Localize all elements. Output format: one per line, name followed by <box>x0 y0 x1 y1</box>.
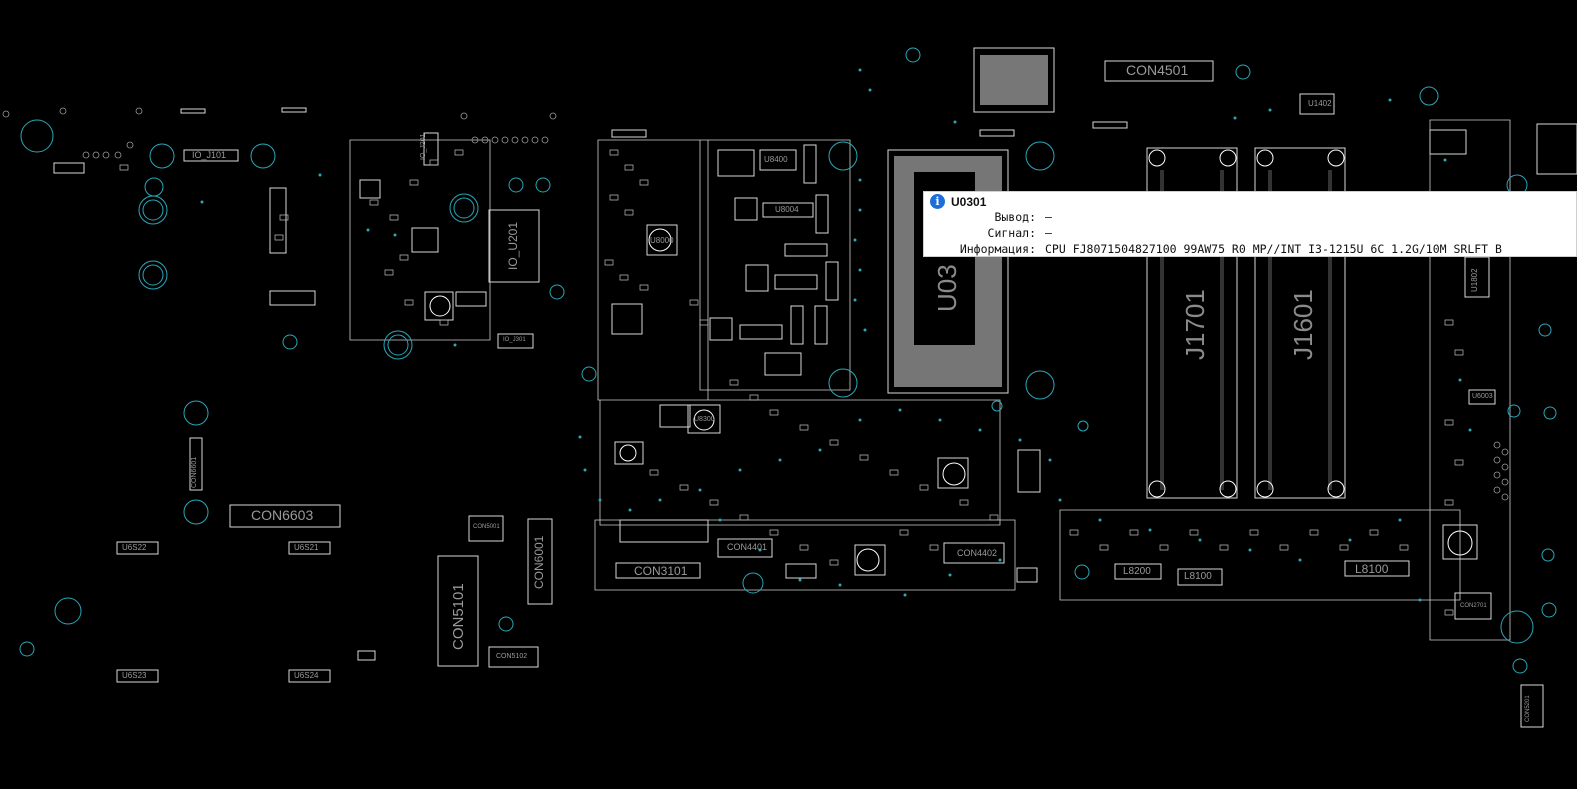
con4402-label: CON4402 <box>957 548 998 558</box>
l8100-label: L8100 <box>1184 571 1212 582</box>
io-j201-label: IO_J201 <box>420 133 427 160</box>
con5101-label: CON5101 <box>450 583 467 650</box>
con4501-label: CON4501 <box>1126 62 1189 78</box>
io-j101-label: IO_J101 <box>192 150 227 160</box>
u1802-label: U1802 <box>1470 268 1479 292</box>
tooltip-row-pin: Вывод: — <box>924 210 1052 224</box>
tooltip-key: Вывод: <box>994 210 1036 224</box>
con6601-label: CON6601 <box>191 456 198 488</box>
l8100b-label: L8100 <box>1355 562 1389 576</box>
tooltip-key: Информация: <box>959 242 1036 256</box>
con4401-label: CON4401 <box>727 542 768 552</box>
tooltip-refdes: U0301 <box>951 194 987 209</box>
con2701-label: CON2701 <box>1460 603 1487 609</box>
tooltip-value: — <box>1045 226 1052 240</box>
con5001-label: CON5001 <box>473 524 500 530</box>
tooltip-row-signal: Сигнал: — <box>924 226 1052 240</box>
u8400-label: U8400 <box>764 155 788 164</box>
j1701-label: J1701 <box>1180 289 1210 360</box>
cs-u6s21-label: U6S21 <box>294 543 319 552</box>
io-u201-label: IO_U201 <box>506 221 520 270</box>
tooltip-row-info: Информация: CPU FJ8071504827100 99AW75 R0… <box>924 242 1502 256</box>
cs-u6s22-label: U6S22 <box>122 543 147 552</box>
con3101-label: CON3101 <box>634 564 688 578</box>
u6003-label: U6003 <box>1472 393 1493 400</box>
con6603-label: CON6603 <box>251 507 314 523</box>
con5102-label: CON5102 <box>496 653 528 660</box>
j1601-label: J1601 <box>1288 289 1318 360</box>
u8300-label: U8300 <box>694 416 715 423</box>
info-icon: i <box>930 194 945 209</box>
u8004-label: U8004 <box>775 205 799 214</box>
cs-u6s24-label: U6S24 <box>294 671 319 680</box>
u1402-label: U1402 <box>1308 99 1332 108</box>
l8200-label: L8200 <box>1123 566 1151 577</box>
tooltip-header: i U0301 <box>930 194 986 209</box>
tooltip-value: CPU FJ8071504827100 99AW75 R0 MP//INT I3… <box>1045 242 1502 256</box>
u0301-label: U03 <box>932 264 962 312</box>
io-j301-label: IO_J301 <box>503 337 526 343</box>
component-info-tooltip: i U0301 Вывод: — Сигнал: — Информация: CPU … <box>923 191 1577 257</box>
tooltip-key: Сигнал: <box>987 226 1036 240</box>
cs-u6s23-label: U6S23 <box>122 671 147 680</box>
con6001-label: CON6001 <box>532 535 546 589</box>
tooltip-value: — <box>1045 210 1052 224</box>
con5201-label: CON5201 <box>1525 695 1531 722</box>
u8000-label: U8000 <box>650 236 674 245</box>
